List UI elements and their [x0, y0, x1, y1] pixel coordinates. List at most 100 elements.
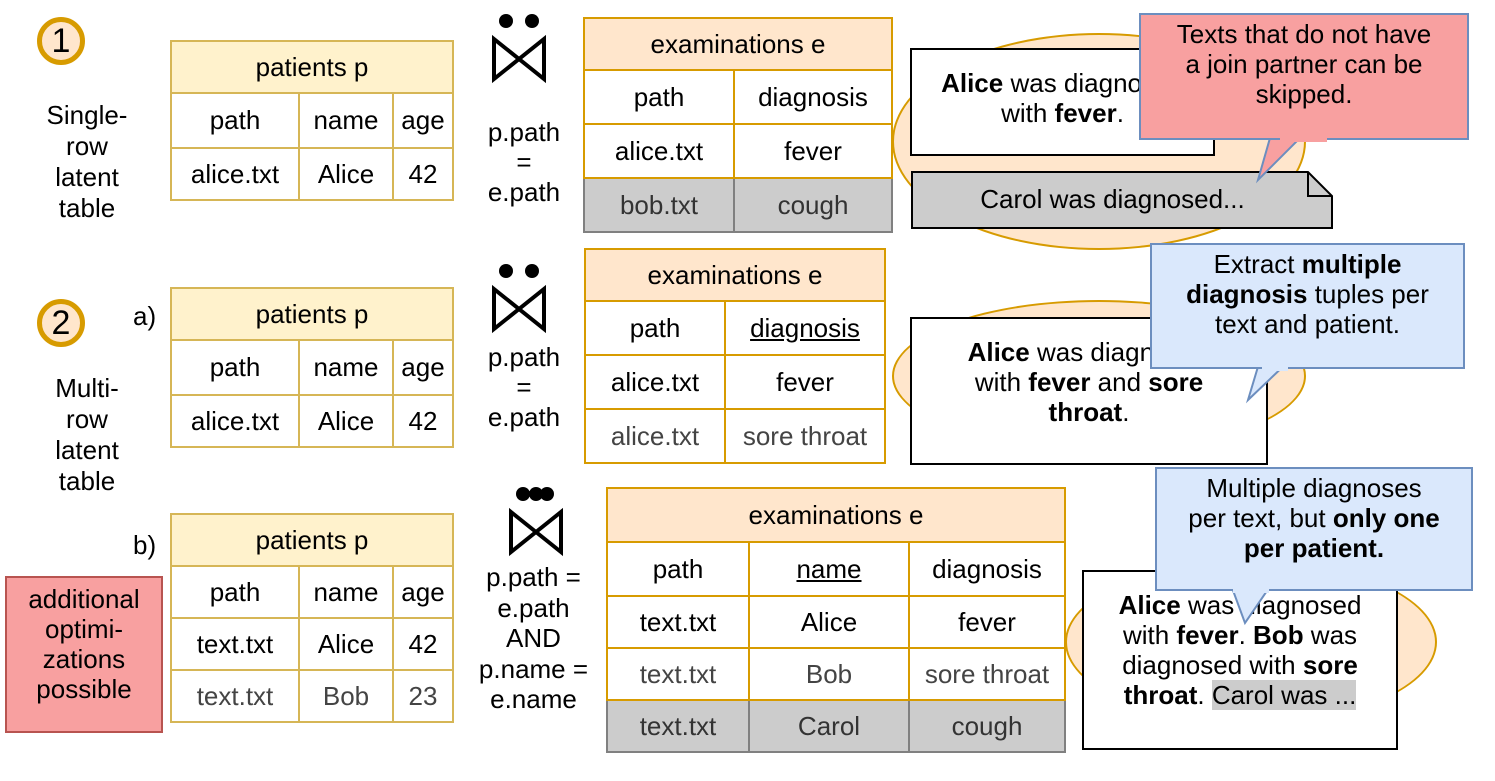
row2a-join-condition: p.path = e.path [487, 342, 561, 432]
table-cell: Alice [298, 147, 394, 201]
table-cell: 42 [392, 394, 454, 448]
table-cell: alice.txt [584, 354, 726, 410]
bold-text: per patient. [1243, 533, 1385, 563]
text: tuples per [1307, 279, 1429, 309]
table-cell: Carol [748, 699, 910, 753]
bold-text: Alice [967, 337, 1030, 367]
row1-text-carol: Carol was diagnosed... [980, 184, 1245, 214]
table-title: examinations e [606, 487, 1066, 543]
table-cell: sore throat [908, 647, 1066, 701]
column-header: path [170, 565, 300, 619]
column-header: name [748, 541, 910, 597]
bold-text: sore [1302, 650, 1358, 680]
bold-text: only one [1332, 503, 1440, 533]
row2a-examinations-table: examinations e path diagnosis alice.txt … [584, 248, 886, 464]
text: . [1197, 680, 1212, 710]
table-cell: cough [733, 177, 893, 233]
row2a-patients-table: patients p path name age alice.txt Alice… [170, 287, 454, 448]
join-icon [492, 14, 546, 84]
text: . [1122, 397, 1130, 427]
bold-text: Alice [941, 68, 1004, 98]
column-header: name [298, 339, 394, 396]
table-title: examinations e [583, 17, 893, 71]
bold-text: fever [1054, 98, 1117, 128]
row2b-callout-tail-cover [1233, 589, 1269, 593]
column-header: diagnosis [724, 300, 886, 356]
table-cell: alice.txt [583, 123, 735, 179]
row2b-text: Alice was diagnosed with fever. Bob was … [1082, 570, 1398, 750]
row2a-callout: Extract multiple diagnosis tuples per te… [1150, 243, 1465, 369]
bold-text: throat [1048, 397, 1123, 427]
table-cell: text.txt [606, 699, 750, 753]
text: and [1090, 367, 1149, 397]
text: per text, but [1188, 503, 1333, 533]
column-header: diagnosis [908, 541, 1066, 597]
row1-examinations-table: examinations e path diagnosis alice.txt … [583, 17, 893, 233]
row1-join-condition: p.path = e.path [487, 117, 561, 207]
row2b-marker: b) [133, 530, 157, 560]
table-title: patients p [170, 287, 454, 341]
row1-label: Single- row latent table [46, 100, 128, 223]
table-cell: fever [733, 123, 893, 179]
table-cell: Bob [298, 669, 394, 723]
column-header: diagnosis [733, 69, 893, 125]
table-cell: bob.txt [583, 177, 735, 233]
column-header: path [606, 541, 750, 597]
table-cell: sore throat [724, 408, 886, 464]
step-1-number: 1 [51, 21, 71, 60]
table-cell: fever [908, 595, 1066, 649]
text: text and patient. [1214, 309, 1401, 339]
row2b-callout: Multiple diagnoses per text, but only on… [1155, 467, 1473, 591]
text: was diagnosed [1180, 590, 1362, 620]
text: Extract [1213, 249, 1302, 279]
table-title: examinations e [584, 248, 886, 302]
table-title: patients p [170, 513, 454, 567]
bold-text: sore [1148, 367, 1204, 397]
row2a-callout-tail-cover [1262, 367, 1288, 371]
row2b-patients-table: patients p path name age text.txt Alice … [170, 513, 454, 723]
column-header: path [170, 339, 300, 396]
table-cell: Alice [298, 394, 394, 448]
table-cell: 23 [392, 669, 454, 723]
table-cell: Alice [298, 617, 394, 671]
table-cell: Bob [748, 647, 910, 701]
text: Multiple diagnoses [1206, 473, 1422, 503]
text: diagnosed with [1122, 650, 1303, 680]
row1-callout-tail-cover [1280, 138, 1327, 142]
column-header: name [298, 565, 394, 619]
row2-label: Multi- row latent table [55, 373, 119, 496]
column-header: age [392, 92, 454, 149]
join-icon-dot [516, 487, 554, 501]
table-cell: cough [908, 699, 1066, 753]
table-cell: text.txt [606, 595, 750, 649]
text: with [1122, 620, 1177, 650]
bold-text: fever [1176, 620, 1239, 650]
table-cell: text.txt [170, 617, 300, 671]
table-cell: alice.txt [170, 394, 300, 448]
join-icon [509, 487, 563, 557]
optimizations-note: additional optimi- zations possible [5, 576, 163, 733]
table-cell: alice.txt [584, 408, 726, 464]
bold-text: Alice [1118, 590, 1181, 620]
bold-text: fever [1028, 367, 1091, 397]
table-cell: alice.txt [170, 147, 300, 201]
row1-patients-table: patients p path name age alice.txt Alice… [170, 40, 454, 201]
table-cell: 42 [392, 617, 454, 671]
highlighted-text: Carol was ... [1211, 680, 1357, 710]
column-header: path [170, 92, 300, 149]
row1-callout: Texts that do not have a join partner ca… [1139, 13, 1469, 140]
join-icon [492, 264, 546, 334]
bold-text: multiple [1301, 249, 1402, 279]
row2b-join-condition: p.path = e.path AND p.name = e.name [478, 562, 589, 714]
text: . [1116, 98, 1124, 128]
table-cell: text.txt [606, 647, 750, 701]
table-cell: fever [724, 354, 886, 410]
table-title: patients p [170, 40, 454, 94]
bold-text: throat [1123, 680, 1198, 710]
row2b-examinations-table: examinations e path name diagnosis text.… [606, 487, 1066, 753]
text: with [1001, 98, 1055, 128]
step-2-circle: 2 [37, 299, 85, 347]
column-header: name [298, 92, 394, 149]
bold-text: diagnosis [1186, 279, 1308, 309]
table-cell: 42 [392, 147, 454, 201]
